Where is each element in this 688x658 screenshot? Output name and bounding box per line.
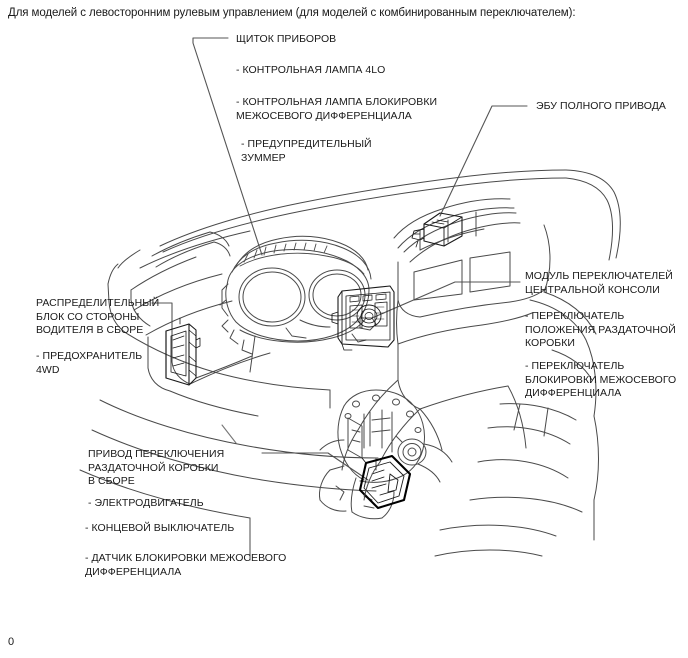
callout-awd-ecu-title: ЭБУ ПОЛНОГО ПРИВОДА xyxy=(536,100,666,112)
transfer-shift-actuator xyxy=(358,454,412,510)
callout-transfer-actuator-item-2: - ДАТЧИК БЛОКИРОВКИ МЕЖОСЕВОГО ДИФФЕРЕНЦ… xyxy=(85,552,287,578)
instrument-cluster xyxy=(219,235,377,355)
callout-transfer-actuator-title: ПРИВОД ПЕРЕКЛЮЧЕНИЯ РАЗДАТОЧНОЙ КОРОБКИ … xyxy=(88,448,225,487)
callout-console-switch-module-title: МОДУЛЬ ПЕРЕКЛЮЧАТЕЛЕЙ ЦЕНТРАЛЬНОЙ КОНСОЛ… xyxy=(525,270,673,296)
transfer-shift-actuator-detail xyxy=(361,457,405,504)
callout-console-switch-module-item-0: - ПЕРЕКЛЮЧАТЕЛЬ ПОЛОЖЕНИЯ РАЗДАТОЧНОЙ КО… xyxy=(525,310,676,349)
callout-transfer-actuator-item-0: - ЭЛЕКТРОДВИГАТЕЛЬ xyxy=(85,497,204,509)
callout-instrument-cluster-item-1: - КОНТРОЛЬНАЯ ЛАМПА БЛОКИРОВКИ МЕЖОСЕВОГ… xyxy=(236,96,438,122)
page-number: 0 xyxy=(8,636,15,648)
driver-junction-block xyxy=(165,317,201,386)
callout-console-switch-module-item-1: - ПЕРЕКЛЮЧАТЕЛЬ БЛОКИРОВКИ МЕЖОСЕВОГО ДИ… xyxy=(525,360,677,399)
transfer-case-assembly xyxy=(319,389,453,520)
awd-ecu xyxy=(411,212,463,248)
console-switch-module xyxy=(331,285,395,351)
callout-instrument-cluster-title: ЩИТОК ПРИБОРОВ xyxy=(236,33,337,45)
callout-driver-junction-block-item-0: - ПРЕДОХРАНИТЕЛЬ 4WD xyxy=(36,350,143,376)
callout-instrument-cluster-item-2: - ПРЕДУПРЕДИТЕЛЬНЫЙ ЗУММЕР xyxy=(241,138,372,164)
callout-instrument-cluster-item-0: - КОНТРОЛЬНАЯ ЛАМПА 4LO xyxy=(236,64,386,76)
callout-driver-junction-block-title: РАСПРЕДЕЛИТЕЛЬНЫЙ БЛОК СО СТОРОНЫ ВОДИТЕ… xyxy=(36,297,160,336)
callout-transfer-actuator-item-1: - КОНЦЕВОЙ ВЫКЛЮЧАТЕЛЬ xyxy=(85,522,235,534)
console-floor-lines xyxy=(341,408,443,501)
intro-text: Для моделей с левосторонним рулевым упра… xyxy=(8,7,576,19)
center-stack xyxy=(357,198,551,463)
